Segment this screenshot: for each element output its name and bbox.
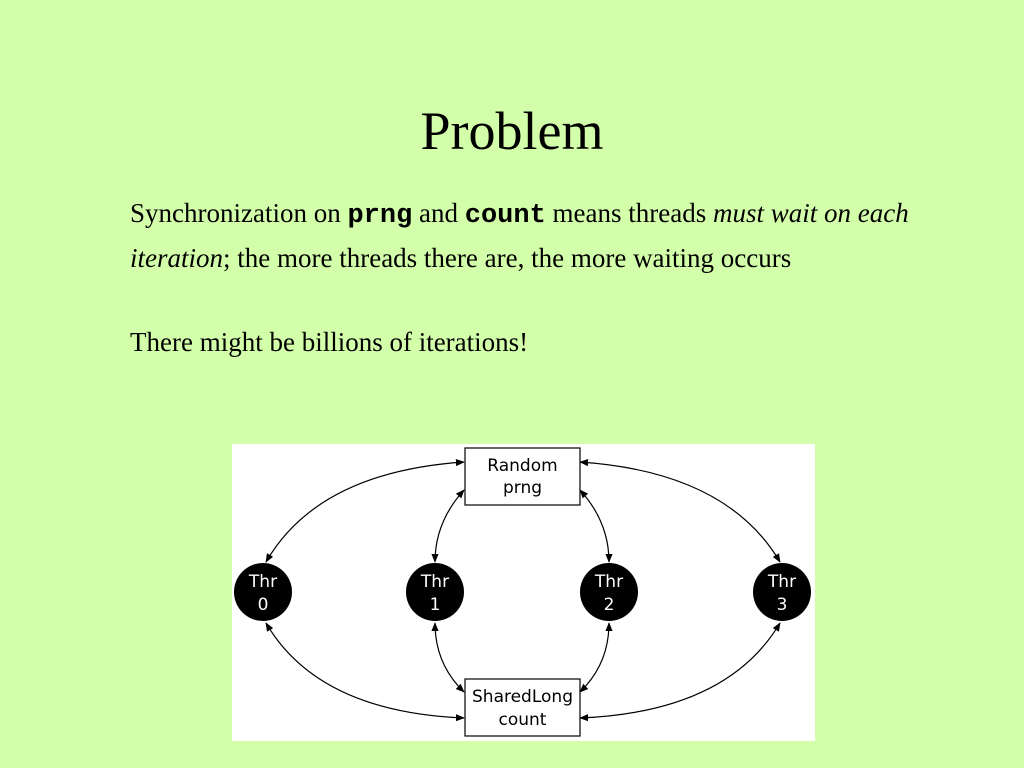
random-box-line1: Random — [487, 456, 557, 476]
shared-long-count-box: SharedLong count — [464, 678, 581, 737]
text-segment: Synchronization on — [130, 198, 348, 228]
thread-0-line2: 0 — [258, 595, 269, 615]
thread-3-line1: Thr — [767, 572, 796, 592]
slide-body: Synchronization on prng and count means … — [130, 192, 960, 363]
shared-box-line1: SharedLong — [472, 687, 573, 707]
code-count: count — [464, 201, 546, 231]
edge-shared-thr3 — [579, 622, 781, 722]
diagram-svg: Random prng SharedLong count Thr 0 Thr 1… — [234, 447, 811, 737]
slide-title: Problem — [420, 101, 604, 161]
thread-2-line1: Thr — [594, 572, 623, 592]
edge-shared-thr1 — [431, 622, 465, 693]
thread-node-0: Thr 0 — [234, 563, 292, 621]
shared-box-line2: count — [499, 710, 547, 730]
random-prng-box: Random prng — [464, 447, 581, 506]
thread-1-line2: 1 — [430, 595, 441, 615]
text-segment: and — [412, 198, 465, 228]
edge-random-thr2 — [579, 489, 613, 563]
code-prng: prng — [347, 201, 413, 231]
edge-random-thr0 — [265, 458, 465, 563]
edge-shared-thr0 — [265, 622, 465, 722]
thread-1-line1: Thr — [420, 572, 449, 592]
thread-node-3: Thr 3 — [753, 563, 811, 621]
thread-node-2: Thr 2 — [580, 563, 638, 621]
thread-2-line2: 2 — [604, 595, 615, 615]
thread-3-line2: 3 — [777, 595, 788, 615]
edge-random-thr3 — [579, 458, 781, 563]
random-box-line2: prng — [503, 478, 542, 498]
edge-random-thr1 — [431, 489, 465, 563]
thread-0-line1: Thr — [248, 572, 277, 592]
paragraph-synchronization: Synchronization on prng and count means … — [130, 192, 960, 279]
thread-node-1: Thr 1 — [406, 563, 464, 621]
paragraph-billions: There might be billions of iterations! — [130, 327, 529, 357]
text-segment: ; the more threads there are, the more w… — [223, 243, 792, 273]
text-segment: means threads — [545, 198, 713, 228]
edge-shared-thr2 — [579, 622, 613, 693]
thread-diagram: Random prng SharedLong count Thr 0 Thr 1… — [232, 444, 815, 741]
emphasis-must-wait: must wait on each iteration — [130, 198, 909, 273]
